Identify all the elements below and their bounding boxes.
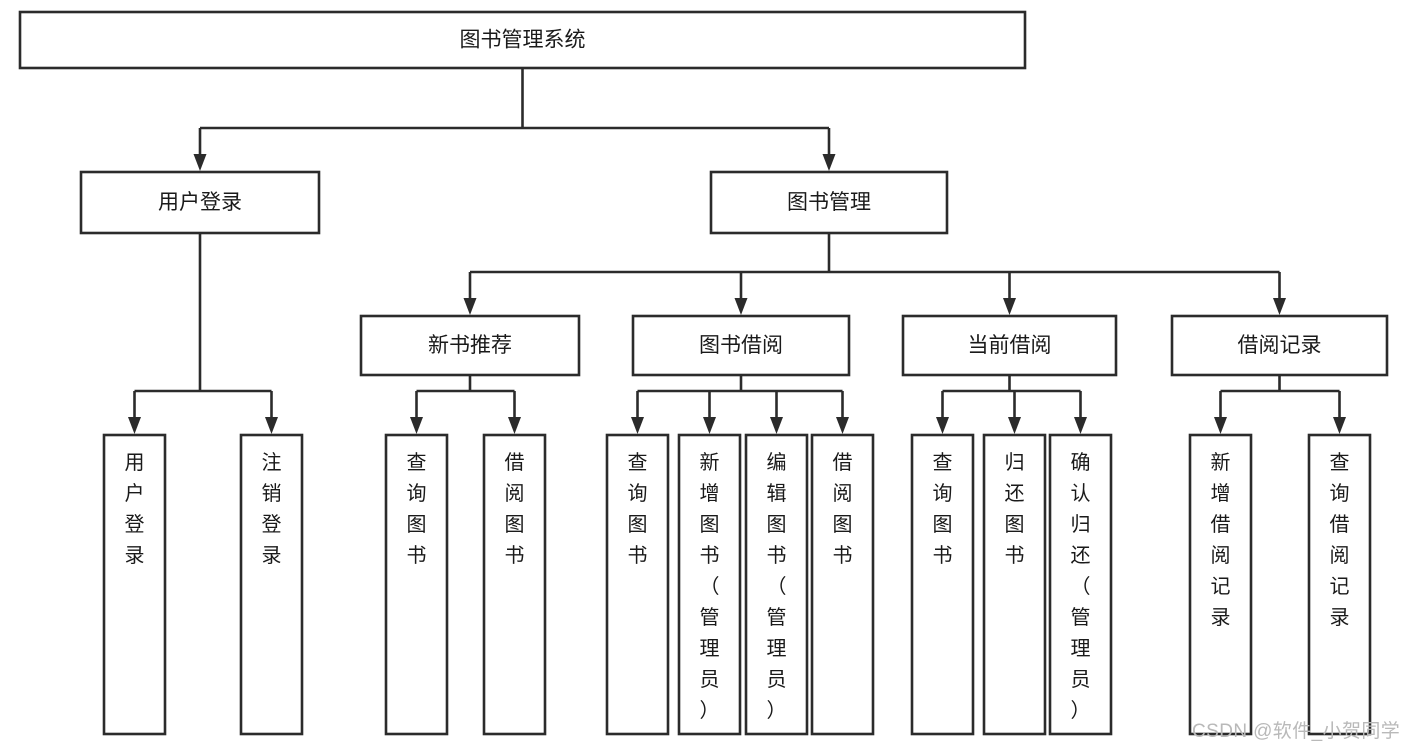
- node-book-borrow[interactable]: 图书借阅: [631, 314, 851, 377]
- node-box: [482, 433, 547, 736]
- arrow-head-icon: [1214, 417, 1227, 434]
- node-root[interactable]: 图书管理系统: [18, 10, 1027, 70]
- arrow-head-icon: [193, 154, 207, 171]
- arrow-head-icon: [836, 417, 849, 434]
- node-leaf-add-record[interactable]: 新增借阅记录: [1188, 433, 1253, 736]
- node-label: 归还图书: [1005, 451, 1025, 567]
- arrow-head-icon: [1003, 298, 1016, 315]
- node-label: 新书推荐: [428, 334, 512, 357]
- connector-layer: [128, 68, 1346, 434]
- node-box: [18, 10, 1027, 70]
- node-label: 新增借阅记录: [1211, 451, 1231, 629]
- arrow-head-icon: [734, 298, 748, 315]
- node-label: 查询图书: [628, 451, 648, 567]
- node-label: 注销登录: [262, 451, 282, 567]
- node-label: 借阅图书: [505, 451, 525, 567]
- arrow-head-icon: [128, 417, 141, 434]
- node-borrow-record[interactable]: 借阅记录: [1170, 314, 1389, 377]
- arrow-head-icon: [463, 298, 477, 315]
- node-box: [79, 170, 321, 235]
- node-box: [359, 314, 581, 377]
- node-box: [1307, 433, 1372, 736]
- node-leaf-borrow-book[interactable]: 借阅图书: [810, 433, 875, 736]
- node-label: 编辑图书（管理员）: [767, 451, 787, 722]
- node-leaf-query-book-borrow[interactable]: 查询图书: [605, 433, 670, 736]
- node-layer: 图书管理系统用户登录图书管理新书推荐图书借阅当前借阅借阅记录用户登录注销登录查询…: [18, 10, 1389, 736]
- node-box: [810, 433, 875, 736]
- node-label: 借阅图书: [833, 451, 853, 567]
- arrow-head-icon: [1008, 417, 1021, 434]
- node-label: 图书管理系统: [460, 29, 586, 52]
- node-new-book-rec[interactable]: 新书推荐: [359, 314, 581, 377]
- arrow-head-icon: [703, 417, 716, 434]
- node-box: [744, 433, 809, 736]
- node-box: [901, 314, 1118, 377]
- node-label: 确认归还（管理员）: [1071, 451, 1091, 722]
- node-label: 当前借阅: [968, 334, 1052, 357]
- node-box: [384, 433, 449, 736]
- arrow-head-icon: [770, 417, 783, 434]
- node-label: 图书管理: [787, 191, 871, 214]
- node-box: [982, 433, 1047, 736]
- arrow-head-icon: [410, 417, 423, 434]
- node-box: [1188, 433, 1253, 736]
- arrow-head-icon: [822, 154, 836, 171]
- arrow-head-icon: [265, 417, 278, 434]
- node-label: 查询图书: [933, 451, 953, 567]
- node-box: [910, 433, 975, 736]
- node-leaf-query-record[interactable]: 查询借阅记录: [1307, 433, 1372, 736]
- node-leaf-return-book[interactable]: 归还图书: [982, 433, 1047, 736]
- node-book-manage[interactable]: 图书管理: [709, 170, 949, 235]
- node-label: 用户登录: [158, 191, 242, 214]
- node-box: [709, 170, 949, 235]
- node-leaf-borrow-book-rec[interactable]: 借阅图书: [482, 433, 547, 736]
- arrow-head-icon: [631, 417, 644, 434]
- node-user-login[interactable]: 用户登录: [79, 170, 321, 235]
- node-leaf-confirm-return[interactable]: 确认归还（管理员）: [1048, 433, 1113, 736]
- node-leaf-query-book-cur[interactable]: 查询图书: [910, 433, 975, 736]
- arrow-head-icon: [1333, 417, 1346, 434]
- node-current-borrow[interactable]: 当前借阅: [901, 314, 1118, 377]
- node-box: [239, 433, 304, 736]
- node-label: 查询图书: [407, 451, 427, 567]
- arrow-head-icon: [1273, 298, 1286, 315]
- arrow-head-icon: [1074, 417, 1087, 434]
- node-box: [102, 433, 167, 736]
- node-box: [1170, 314, 1389, 377]
- node-box: [1048, 433, 1113, 736]
- node-leaf-query-book-rec[interactable]: 查询图书: [384, 433, 449, 736]
- node-leaf-user-login[interactable]: 用户登录: [102, 433, 167, 736]
- node-box: [631, 314, 851, 377]
- node-leaf-logout[interactable]: 注销登录: [239, 433, 304, 736]
- csdn-watermark: CSDN @软件_小贺同学: [1192, 721, 1401, 742]
- node-label: 用户登录: [125, 452, 145, 567]
- node-leaf-edit-book[interactable]: 编辑图书（管理员）: [744, 433, 809, 736]
- arrow-head-icon: [508, 417, 521, 434]
- node-label: 查询借阅记录: [1330, 451, 1350, 629]
- node-box: [605, 433, 670, 736]
- arrow-head-icon: [936, 417, 949, 434]
- node-label: 新增图书（管理员）: [700, 451, 720, 722]
- node-label: 借阅记录: [1238, 334, 1322, 357]
- node-box: [677, 433, 742, 736]
- node-label: 图书借阅: [699, 334, 783, 357]
- node-leaf-add-book[interactable]: 新增图书（管理员）: [677, 433, 742, 736]
